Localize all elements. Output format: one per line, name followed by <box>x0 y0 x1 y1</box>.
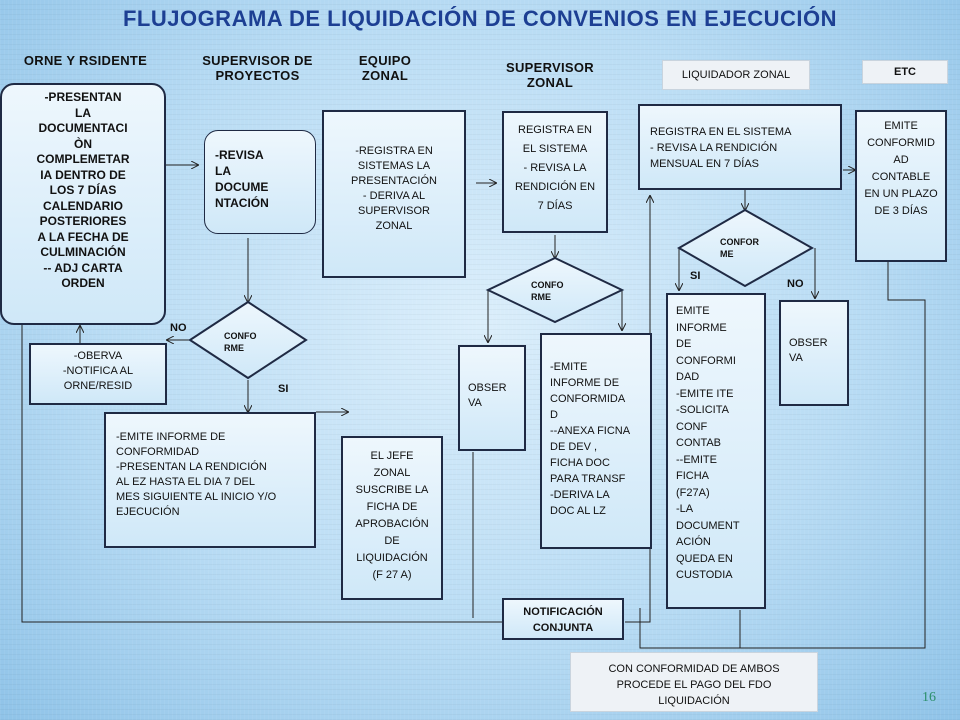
header-equipo-zonal: EQUIPO ZONAL <box>358 53 412 83</box>
label-no-1: NO <box>170 322 187 334</box>
box-emite-informe-liquidador: EMITE INFORME DE CONFORMI DAD -EMITE ITE… <box>666 293 766 609</box>
box-emite-conformidad-contable: EMITE CONFORMID AD CONTABLE EN UN PLAZO … <box>855 110 947 262</box>
box-notificacion-conjunta: NOTIFICACIÓN CONJUNTA <box>502 598 624 640</box>
box-observa-liquidador: OBSER VA <box>779 300 849 406</box>
diamond-3-text: CONFOR ME <box>720 237 759 259</box>
box-observa-notifica: -OBERVA -NOTIFICA AL ORNE/RESID <box>29 343 167 405</box>
box-jefe-zonal: EL JEFE ZONAL SUSCRIBE LA FICHA DE APROB… <box>341 436 443 600</box>
line-return-notificacion <box>21 325 502 623</box>
diamond-1-text: CONFO RME <box>224 331 257 353</box>
page-title: FLUJOGRAMA DE LIQUIDACIÓN DE CONVENIOS E… <box>122 6 838 31</box>
box-registra-equipo: -REGISTRA EN SISTEMAS LA PRESENTACIÓN - … <box>322 110 466 278</box>
diamond-2-text: CONFO RME <box>531 280 564 302</box>
diamond-3 <box>676 208 815 288</box>
header-etc: ETC <box>862 60 948 84</box>
box-emite-informe-anexa: -EMITE INFORME DE CONFORMIDA D --ANEXA F… <box>540 333 652 549</box>
diamond-1 <box>188 300 308 380</box>
box-registra-liquidador: REGISTRA EN EL SISTEMA - REVISA LA RENDI… <box>638 104 842 190</box>
page-number: 16 <box>922 690 936 705</box>
box-pago-fondo-liquidacion: CON CONFORMIDAD DE AMBOS PROCEDE EL PAGO… <box>570 652 818 712</box>
box-presentan-documentacion: -PRESENTAN LA DOCUMENTACI ÒN COMPLEMETAR… <box>0 83 166 325</box>
line-etc-loop <box>639 262 926 649</box>
header-supervisor-proyectos: SUPERVISOR DE PROYECTOS <box>202 53 313 83</box>
header-liquidador-label: LIQUIDADOR ZONAL <box>681 69 791 81</box>
label-no-2: NO <box>787 278 804 290</box>
header-supervisor-zonal: SUPERVISOR ZONAL <box>505 60 594 90</box>
diamond-2 <box>485 256 625 324</box>
box-emite-informe-presentan: -EMITE INFORME DE CONFORMIDAD -PRESENTAN… <box>104 412 316 548</box>
box-revisa-documentacion: -REVISA LA DOCUME NTACIÓN <box>204 130 316 234</box>
label-si-1: SI <box>278 383 289 395</box>
box-observa-supervisor: OBSER VA <box>458 345 526 451</box>
label-si-2: SI <box>690 270 701 282</box>
box-registra-supervisor: REGISTRA EN EL SISTEMA - REVISA LA RENDI… <box>502 111 608 233</box>
header-liquidador-zonal: LIQUIDADOR ZONAL <box>662 60 810 90</box>
header-etc-label: ETC <box>894 66 916 78</box>
header-orne: ORNE Y RSIDENTE <box>23 53 148 68</box>
